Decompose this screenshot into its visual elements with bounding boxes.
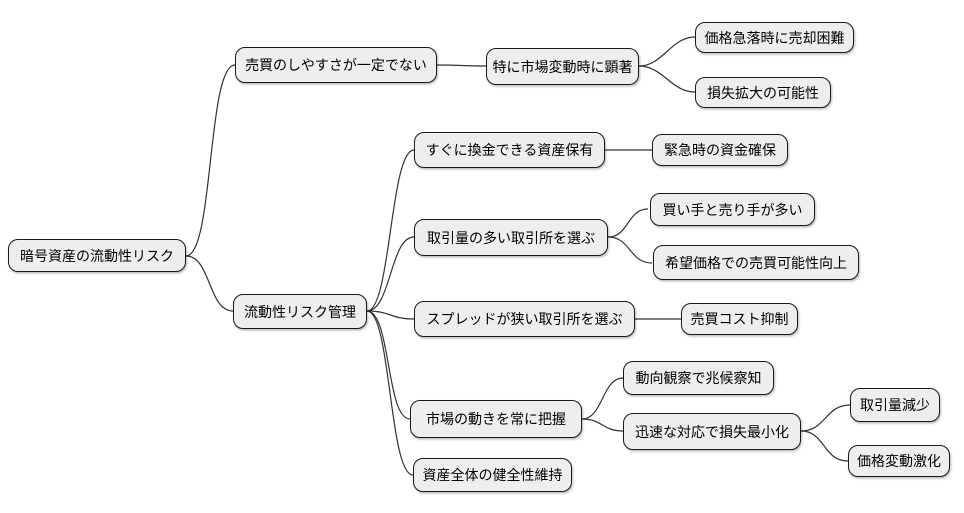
node-ease-of-trading-not-constant: 売買のしやすさが一定でない (235, 47, 437, 83)
node-always-monitor-market-moves: 市場の動きを常に把握 (410, 400, 582, 438)
node-choose-high-volume-exchange: 取引量の多い取引所を選ぶ (414, 219, 608, 256)
edge-mgmt-to-high-volume-exchange (366, 236, 415, 312)
node-notable-during-market-volatility: 特に市場変動時に顕著 (486, 48, 639, 85)
edge-mgmt-to-monitor-market (366, 310, 411, 420)
node-liquidity-risk-management: 流動性リスク管理 (233, 294, 367, 329)
edge-ease-to-market-volatility (436, 64, 487, 67)
edge-response-to-price-swings (800, 430, 849, 462)
edge-volume-to-many-buyers-sellers (607, 208, 649, 238)
edge-volume-to-desired-price (607, 236, 653, 264)
edge-volatility-to-hard-to-sell (638, 36, 696, 67)
node-better-chance-at-desired-price: 希望価格での売買可能性向上 (653, 245, 859, 280)
edge-volatility-to-loss-expansion (638, 65, 696, 93)
node-many-buyers-and-sellers: 買い手と売り手が多い (650, 193, 815, 226)
node-hold-quickly-convertible-assets: すぐに換金できる資産保有 (414, 132, 605, 168)
node-choose-narrow-spread-exchange: スプレッドが狭い取引所を選ぶ (414, 301, 635, 337)
edge-mgmt-to-narrow-spread-exchange (366, 310, 415, 320)
edge-root-to-risk-management (185, 255, 234, 312)
node-maintain-overall-asset-health: 資産全体の健全性維持 (413, 458, 572, 492)
node-hard-to-sell-in-price-crash: 価格急落時に売却困難 (695, 22, 854, 53)
edge-response-to-volume-decrease (800, 404, 851, 432)
edge-mgmt-to-liquid-assets (366, 149, 415, 312)
node-trading-volume-decrease: 取引量減少 (850, 388, 940, 422)
edge-root-to-ease-of-trading (185, 64, 236, 257)
node-root-crypto-liquidity-risk: 暗号資産の流動性リスク (8, 239, 186, 272)
edge-monitor-to-trend-observation (581, 377, 624, 420)
edge-monitor-to-quick-response (581, 418, 624, 432)
edge-mgmt-to-asset-health (366, 310, 414, 476)
node-possible-loss-expansion: 損失拡大の可能性 (695, 77, 831, 108)
node-control-trading-costs: 売買コスト抑制 (681, 303, 798, 335)
node-intensified-price-swings: 価格変動激化 (848, 445, 950, 477)
node-detect-signs-by-trend-observation: 動向観察で兆候察知 (623, 361, 774, 395)
node-secure-emergency-funds: 緊急時の資金確保 (652, 134, 788, 166)
node-minimize-loss-with-quick-response: 迅速な対応で損失最小化 (623, 413, 801, 450)
